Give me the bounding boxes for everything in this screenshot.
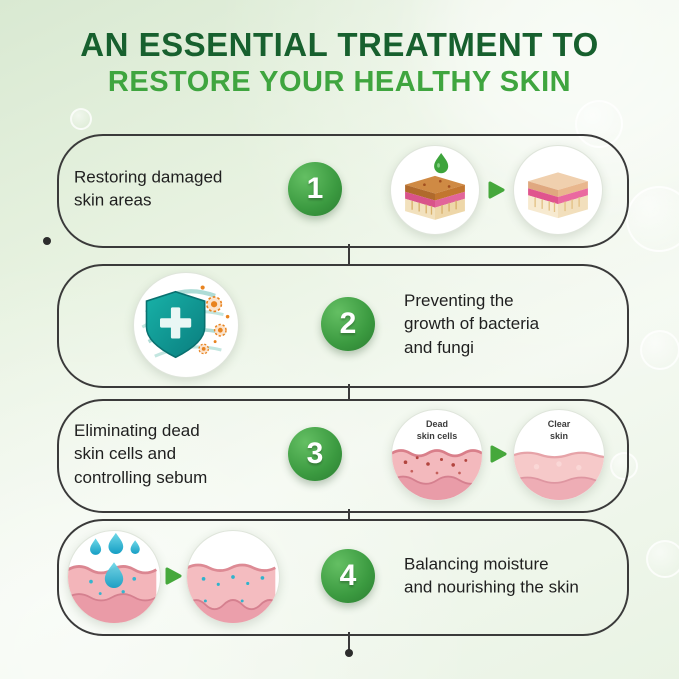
connector-line — [348, 509, 350, 519]
connector-dot — [345, 649, 353, 657]
label-line: Clear — [547, 419, 571, 429]
title-line-1: AN ESSENTIAL TREATMENT TO — [80, 26, 599, 63]
restored-skin-layers-graphic — [528, 172, 588, 219]
text-line: and fungi — [404, 337, 474, 357]
label-line: skin — [549, 430, 568, 441]
text-line: controlling sebum — [74, 467, 208, 487]
step-4-text: Balancing moisture and nourishing the sk… — [404, 553, 619, 600]
background-bubble — [646, 540, 679, 578]
step-2-text: Preventing the growth of bacteria and fu… — [404, 289, 604, 359]
background-bubble — [626, 186, 679, 252]
clear-skin-label: Clear skin — [514, 419, 604, 442]
step-1-number-badge: 1 — [288, 162, 342, 216]
step-4-number-badge: 4 — [321, 549, 375, 603]
step-1-text: Restoring damaged skin areas — [74, 166, 284, 213]
text-line: Balancing moisture — [404, 554, 549, 574]
text-line: and nourishing the skin — [404, 578, 579, 597]
step-4-box — [57, 519, 629, 636]
connector-dot — [43, 237, 51, 245]
background-bubble — [640, 330, 679, 370]
antibacterial-shield-icon — [133, 272, 239, 378]
step-1-box — [57, 134, 629, 248]
moisture-drops-skin-icon — [67, 530, 161, 624]
background-bubble — [70, 108, 92, 130]
text-line: skin cells and — [74, 444, 177, 464]
connector-line — [348, 244, 350, 264]
title-line-2: RESTORE YOUR HEALTHY SKIN — [107, 66, 572, 98]
text-line: growth of bacteria — [404, 314, 540, 334]
nourished-skin-icon — [186, 530, 280, 624]
step-2-number-badge: 2 — [321, 297, 375, 351]
moisture-drops-skin-graphic — [68, 532, 158, 623]
connector-line — [348, 384, 350, 399]
clear-skin-icon: Clear skin — [513, 409, 605, 501]
label-line: Dead — [425, 419, 448, 429]
arrow-right-icon — [163, 566, 183, 586]
damaged-skin-layers-icon — [390, 145, 480, 235]
dead-skin-cells-label: Dead skin cells — [392, 419, 482, 442]
connector-line — [348, 632, 350, 650]
step-3-number-badge: 3 — [288, 427, 342, 481]
restored-skin-layers-icon — [513, 145, 603, 235]
damaged-skin-layers-graphic — [405, 153, 465, 220]
text-line: Restoring damaged — [74, 167, 223, 187]
label-line: skin cells — [416, 430, 458, 441]
text-line: skin areas — [74, 191, 152, 210]
text-line: Eliminating dead — [74, 420, 200, 440]
text-line: Preventing the — [404, 290, 514, 310]
arrow-right-icon — [486, 180, 506, 200]
nourished-skin-graphic — [187, 563, 279, 623]
step-2-box — [57, 264, 629, 388]
antibacterial-shield-graphic — [141, 285, 230, 359]
step-3-text: Eliminating dead skin cells and controll… — [74, 419, 284, 489]
arrow-right-icon — [488, 444, 508, 464]
dead-skin-cells-icon: Dead skin cells — [391, 409, 483, 501]
step-3-box — [57, 399, 629, 513]
